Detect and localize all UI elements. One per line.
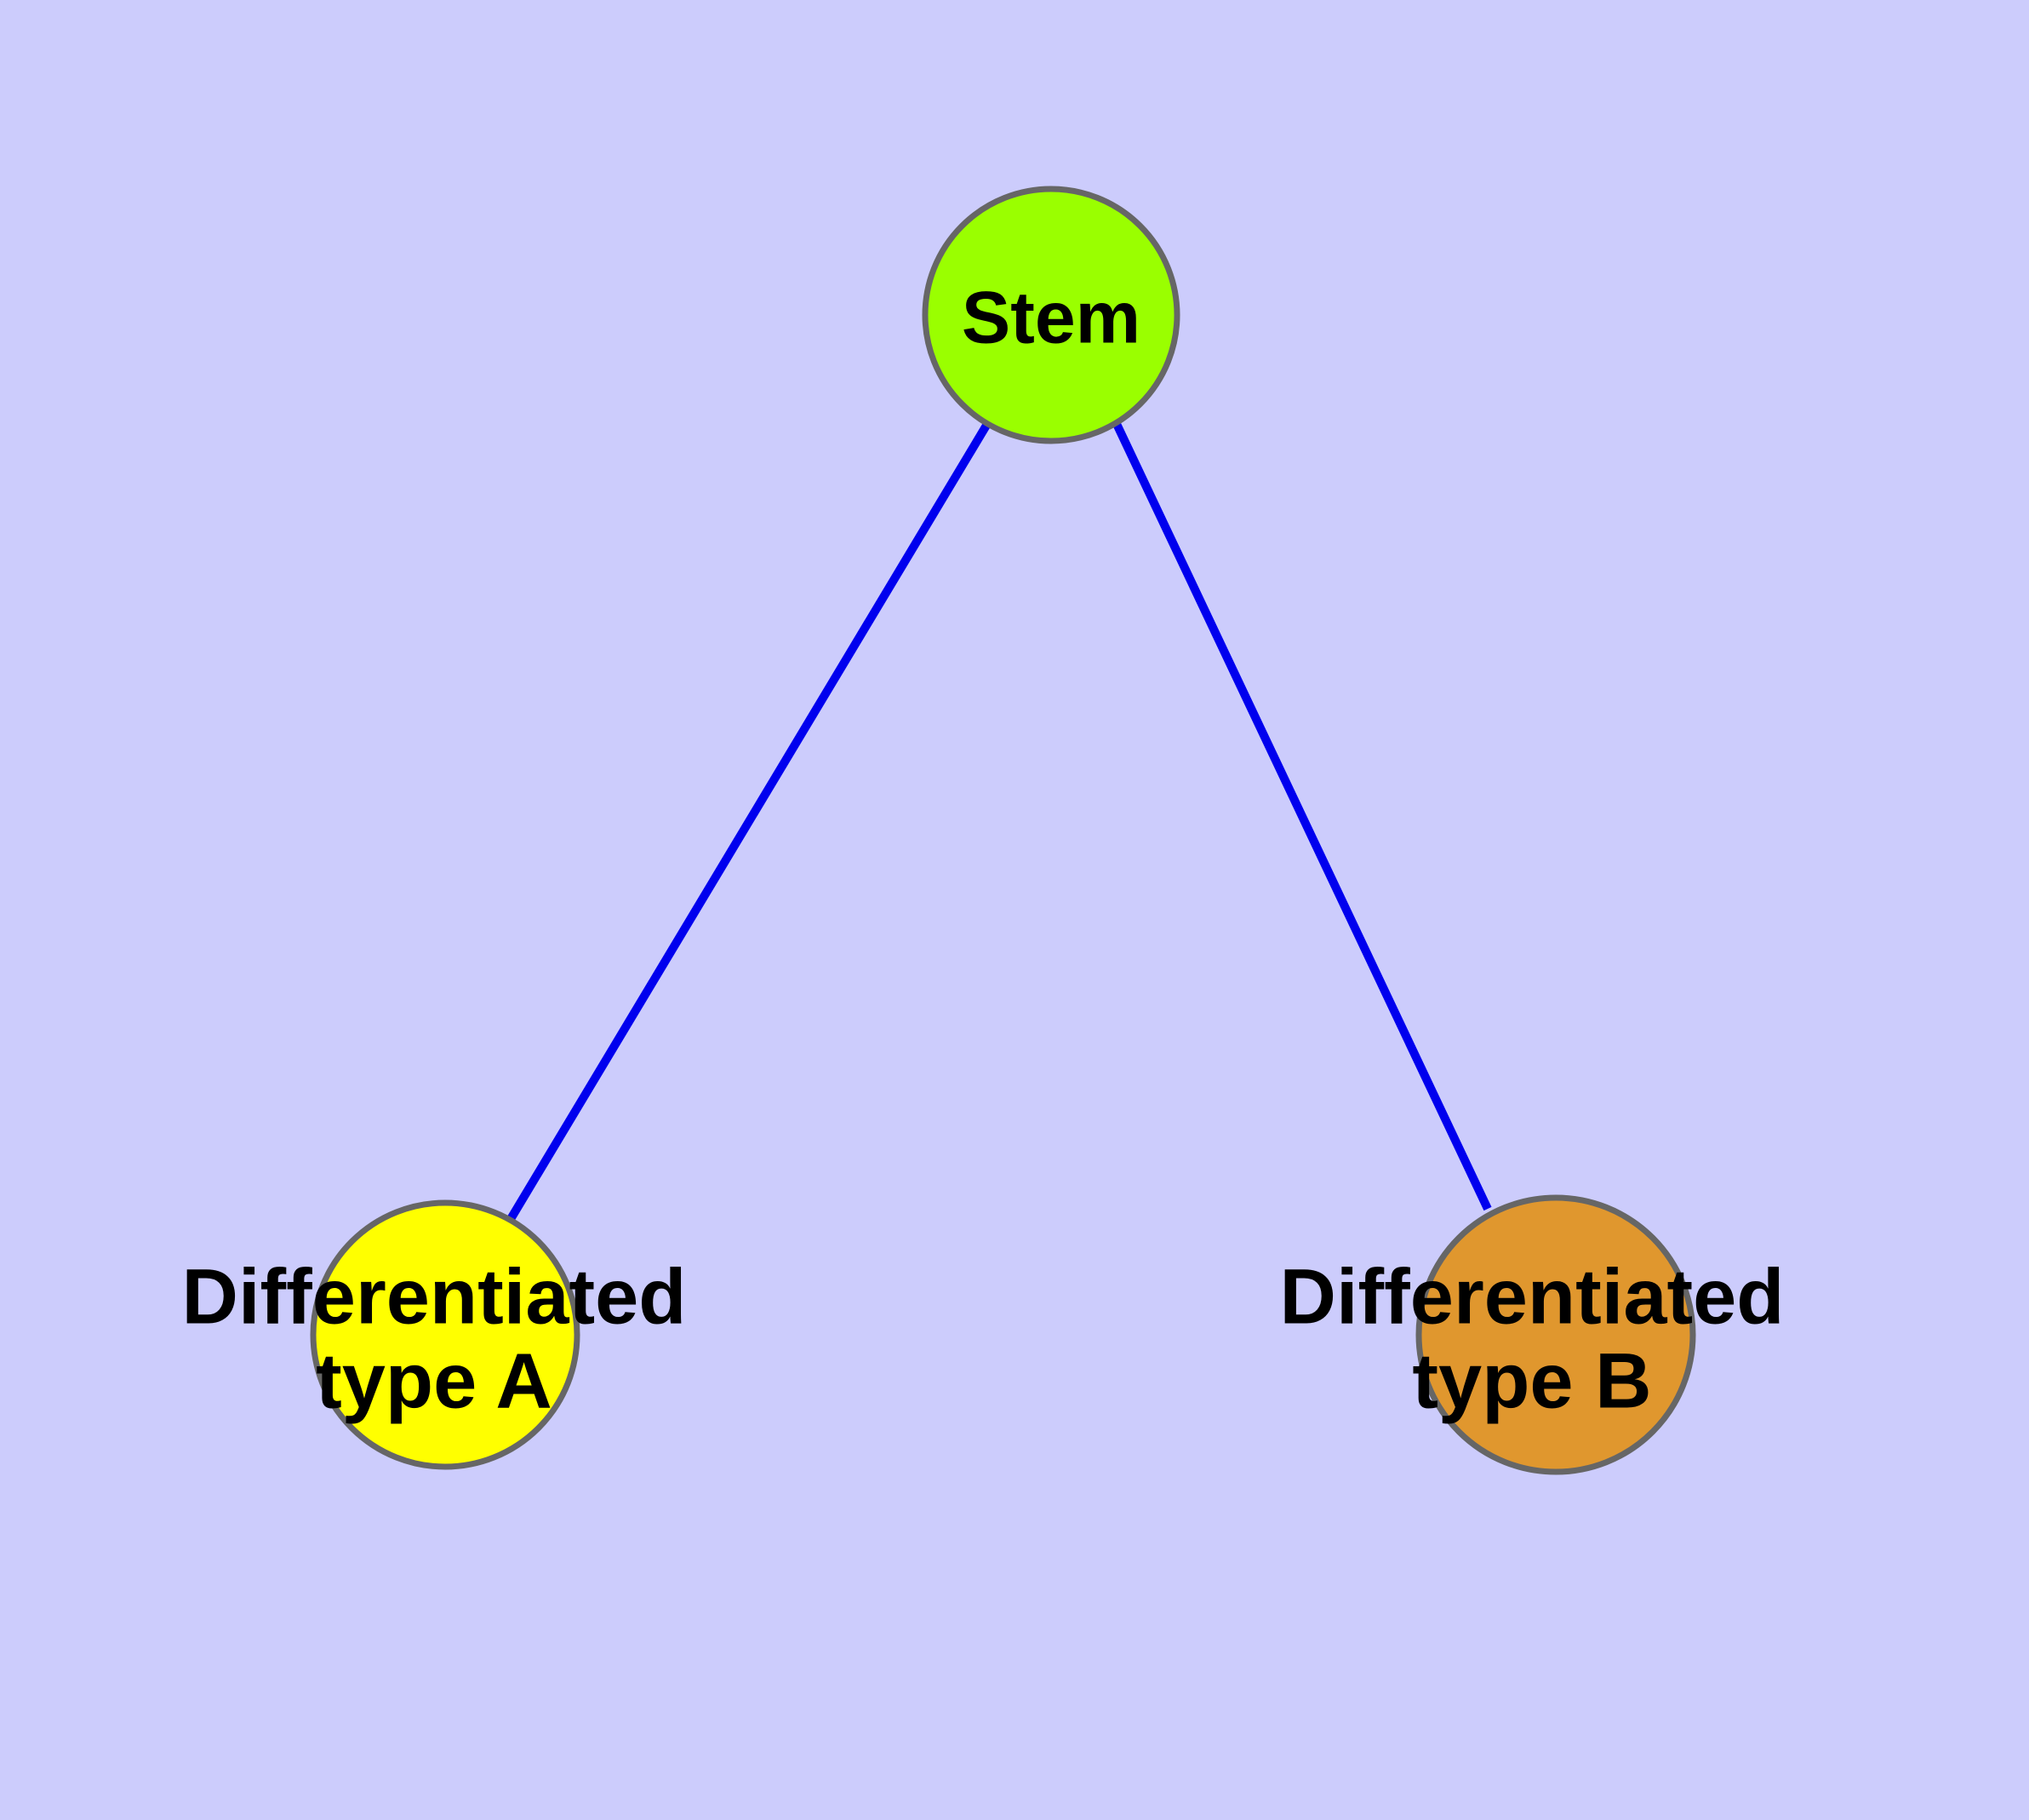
edge-stem-to-differentiated-type-a xyxy=(506,421,992,1222)
edge-stem-to-differentiated-type-b xyxy=(1112,421,1492,1211)
node-circle-stem[interactable] xyxy=(922,186,1180,444)
node-circle-differentiated-type-b[interactable] xyxy=(1415,1194,1696,1475)
node-layer xyxy=(310,186,1696,1475)
edge-layer xyxy=(506,421,1492,1222)
node-circle-differentiated-type-a[interactable] xyxy=(310,1199,580,1470)
